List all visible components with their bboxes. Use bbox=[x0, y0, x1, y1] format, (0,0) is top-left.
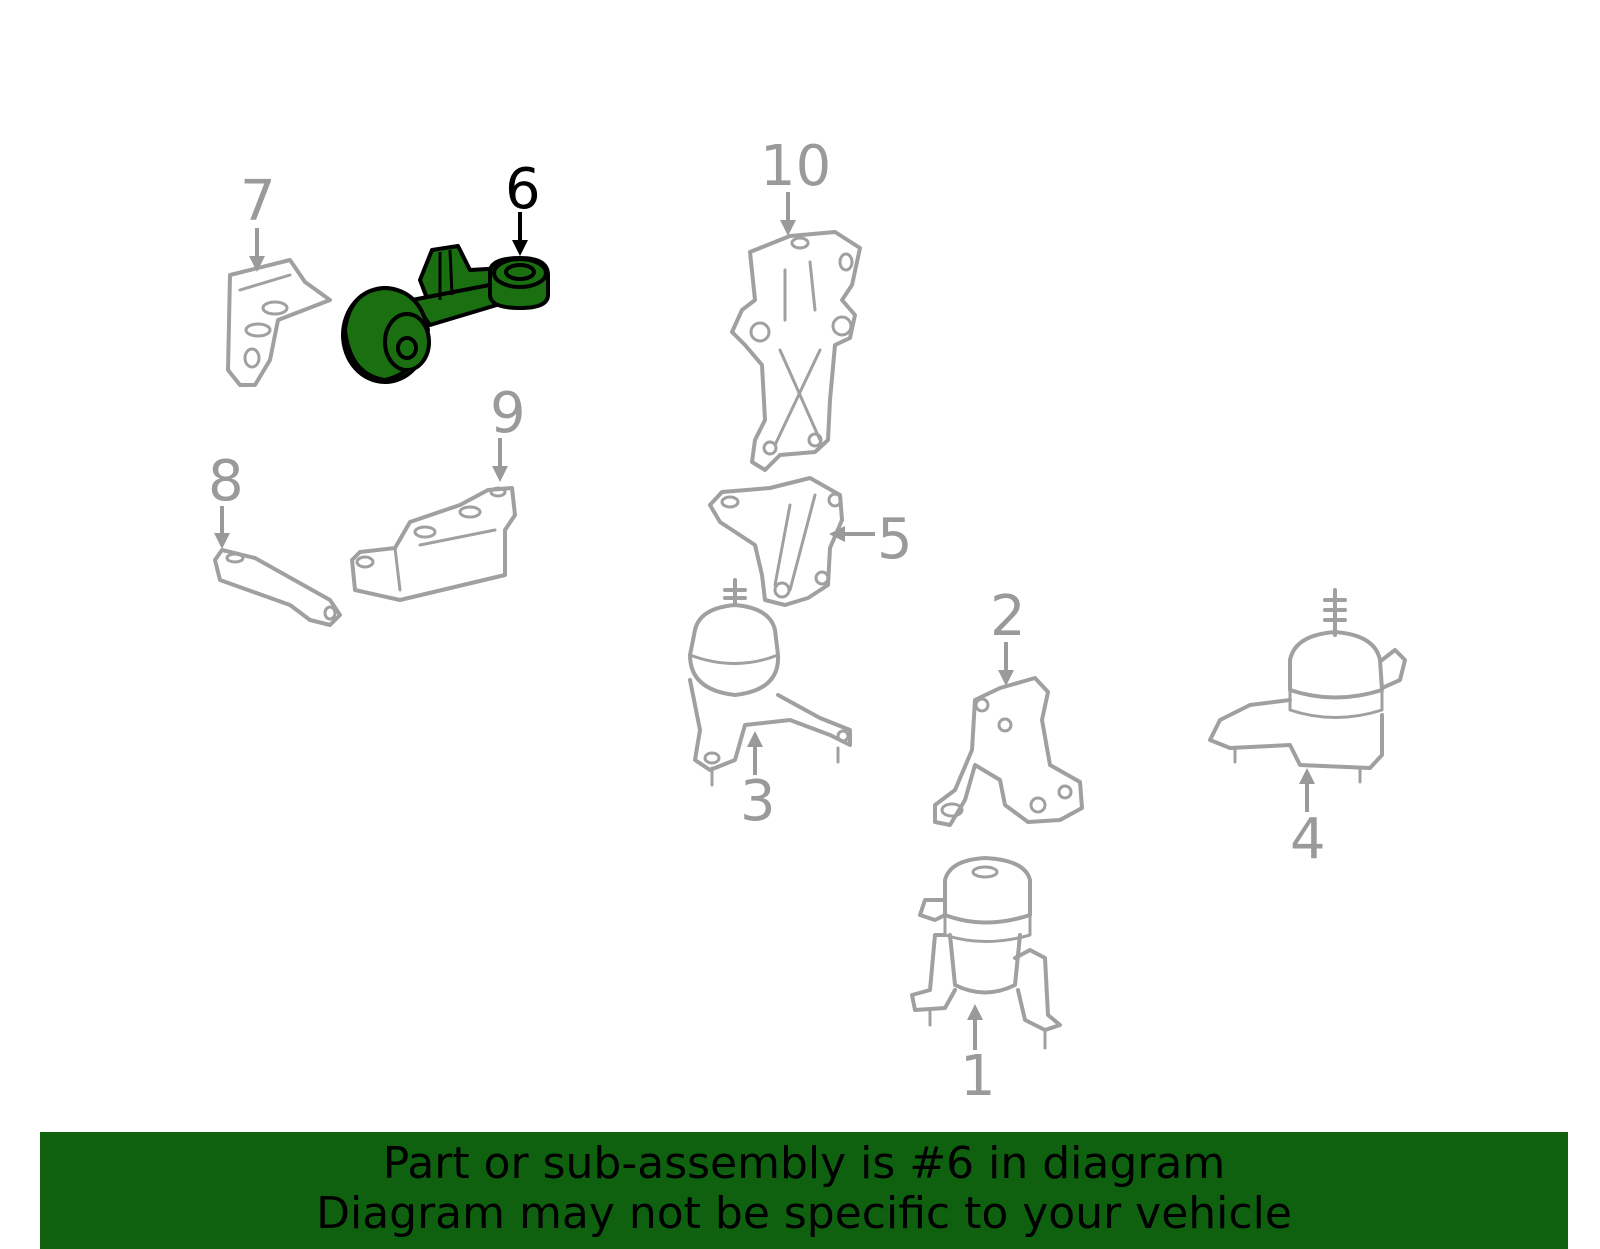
callout-6[interactable]: 6 bbox=[505, 157, 541, 222]
callout-9[interactable]: 9 bbox=[490, 381, 526, 446]
callout-4[interactable]: 4 bbox=[1290, 807, 1326, 872]
arrowhead-9 bbox=[492, 466, 508, 482]
arrowhead-7 bbox=[249, 256, 265, 272]
arrowhead-3 bbox=[747, 731, 763, 747]
arrowhead-10 bbox=[780, 220, 796, 236]
part-6-torque-rod[interactable] bbox=[341, 244, 550, 384]
arrowhead-8 bbox=[214, 533, 230, 549]
arrowhead-4 bbox=[1299, 768, 1315, 784]
callout-10[interactable]: 10 bbox=[760, 134, 831, 199]
arrowhead-6 bbox=[512, 240, 528, 256]
arrowhead-5 bbox=[829, 526, 845, 542]
callout-2[interactable]: 2 bbox=[990, 584, 1026, 649]
callout-5[interactable]: 5 bbox=[877, 507, 913, 572]
callout-3[interactable]: 3 bbox=[740, 769, 776, 834]
arrowhead-2 bbox=[998, 670, 1014, 686]
part-4-mount[interactable] bbox=[1208, 588, 1407, 784]
info-banner: Part or sub-assembly is #6 in diagram Di… bbox=[40, 1132, 1568, 1249]
part-1-mount[interactable] bbox=[910, 856, 1062, 1050]
part-3-mount[interactable] bbox=[688, 578, 852, 787]
part-5-bracket[interactable] bbox=[708, 476, 844, 607]
part-8-strap[interactable] bbox=[213, 548, 342, 627]
arrowhead-1 bbox=[967, 1004, 983, 1020]
callout-1[interactable]: 1 bbox=[960, 1044, 996, 1109]
part-10-bracket[interactable] bbox=[730, 230, 862, 472]
part-7-bracket[interactable] bbox=[226, 258, 332, 387]
callout-7[interactable]: 7 bbox=[240, 169, 276, 234]
part-2-bracket[interactable] bbox=[933, 676, 1084, 827]
banner-line-2: Diagram may not be specific to your vehi… bbox=[316, 1188, 1292, 1239]
callout-8[interactable]: 8 bbox=[208, 449, 244, 514]
part-9-bracket[interactable] bbox=[350, 486, 517, 602]
banner-line-1: Part or sub-assembly is #6 in diagram bbox=[382, 1138, 1226, 1189]
